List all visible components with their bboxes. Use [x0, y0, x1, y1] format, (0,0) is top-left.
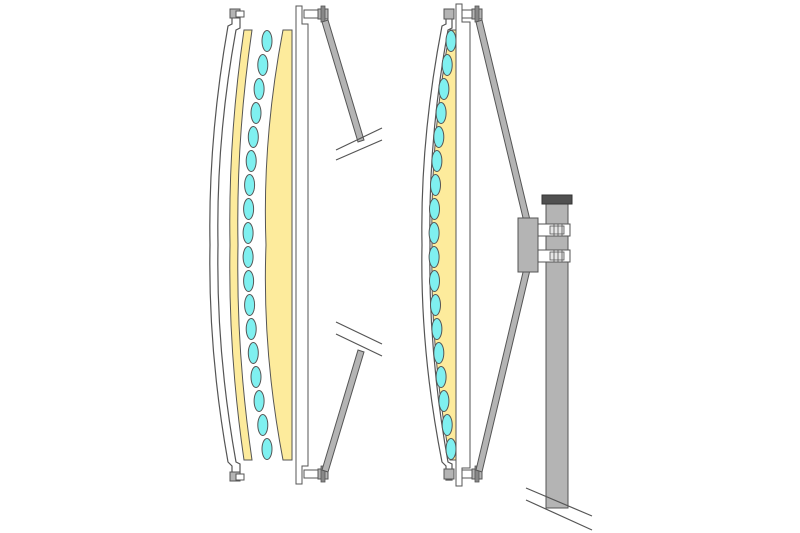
- bolt-icon: [235, 473, 245, 481]
- bolt-icon: [474, 5, 480, 23]
- bolt-icon: [320, 5, 326, 23]
- bead-icon: [247, 342, 259, 364]
- bolt-icon: [461, 9, 473, 19]
- bead-icon: [244, 294, 256, 316]
- mounting-pole-icon: [545, 201, 569, 509]
- bead-icon: [261, 30, 273, 52]
- bead-icon: [435, 366, 447, 388]
- clamp-icon: [537, 249, 571, 263]
- exploded-assembly: [209, 5, 383, 485]
- upper-strut: [321, 19, 365, 143]
- bead-icon: [430, 294, 441, 316]
- bolt-icon: [303, 469, 319, 479]
- bead-icon: [428, 246, 440, 268]
- bead-icon: [250, 102, 262, 124]
- bead-icon: [243, 198, 255, 220]
- bead-icon: [261, 438, 273, 460]
- pole-cap: [541, 194, 573, 205]
- bead-icon: [438, 78, 450, 100]
- lower-strut: [321, 349, 365, 473]
- bead-column: [428, 30, 457, 460]
- lens-cushion: [264, 29, 293, 461]
- bead-icon: [242, 246, 254, 268]
- bead-icon: [430, 174, 441, 196]
- bead-icon: [431, 318, 443, 340]
- cushion-strip: [229, 29, 253, 461]
- mounted-assembly: [421, 3, 593, 531]
- bolt-icon: [235, 10, 245, 18]
- clamp-icon: [537, 223, 571, 237]
- strut-hub: [517, 217, 539, 273]
- bolt-icon: [461, 469, 473, 479]
- bead-icon: [445, 30, 457, 52]
- bead-icon: [245, 150, 257, 172]
- outer-frame: [421, 11, 453, 481]
- bolt-icon: [443, 8, 455, 20]
- bead-icon: [253, 390, 265, 412]
- plate-flange: [295, 5, 309, 485]
- bead-icon: [428, 222, 440, 244]
- bead-icon: [445, 438, 457, 460]
- bead-icon: [429, 270, 440, 292]
- bead-icon: [245, 318, 257, 340]
- bolt-icon: [443, 468, 455, 480]
- plate-flange: [455, 3, 471, 487]
- bead-icon: [257, 54, 269, 76]
- bead-icon: [247, 126, 259, 148]
- bead-icon: [433, 126, 445, 148]
- bead-icon: [441, 414, 453, 436]
- bead-icon: [429, 198, 440, 220]
- bolt-icon: [303, 9, 319, 19]
- bead-icon: [243, 270, 255, 292]
- broken-strut-icon: [335, 127, 383, 357]
- bead-column: [242, 30, 273, 460]
- bead-icon: [257, 414, 269, 436]
- bead-icon: [431, 150, 443, 172]
- bead-icon: [242, 222, 254, 244]
- bead-icon: [244, 174, 256, 196]
- bead-icon: [441, 54, 453, 76]
- bead-icon: [438, 390, 450, 412]
- bead-icon: [253, 78, 265, 100]
- bead-icon: [435, 102, 447, 124]
- bead-icon: [433, 342, 445, 364]
- broken-strut-icon: [525, 487, 593, 531]
- bead-icon: [250, 366, 262, 388]
